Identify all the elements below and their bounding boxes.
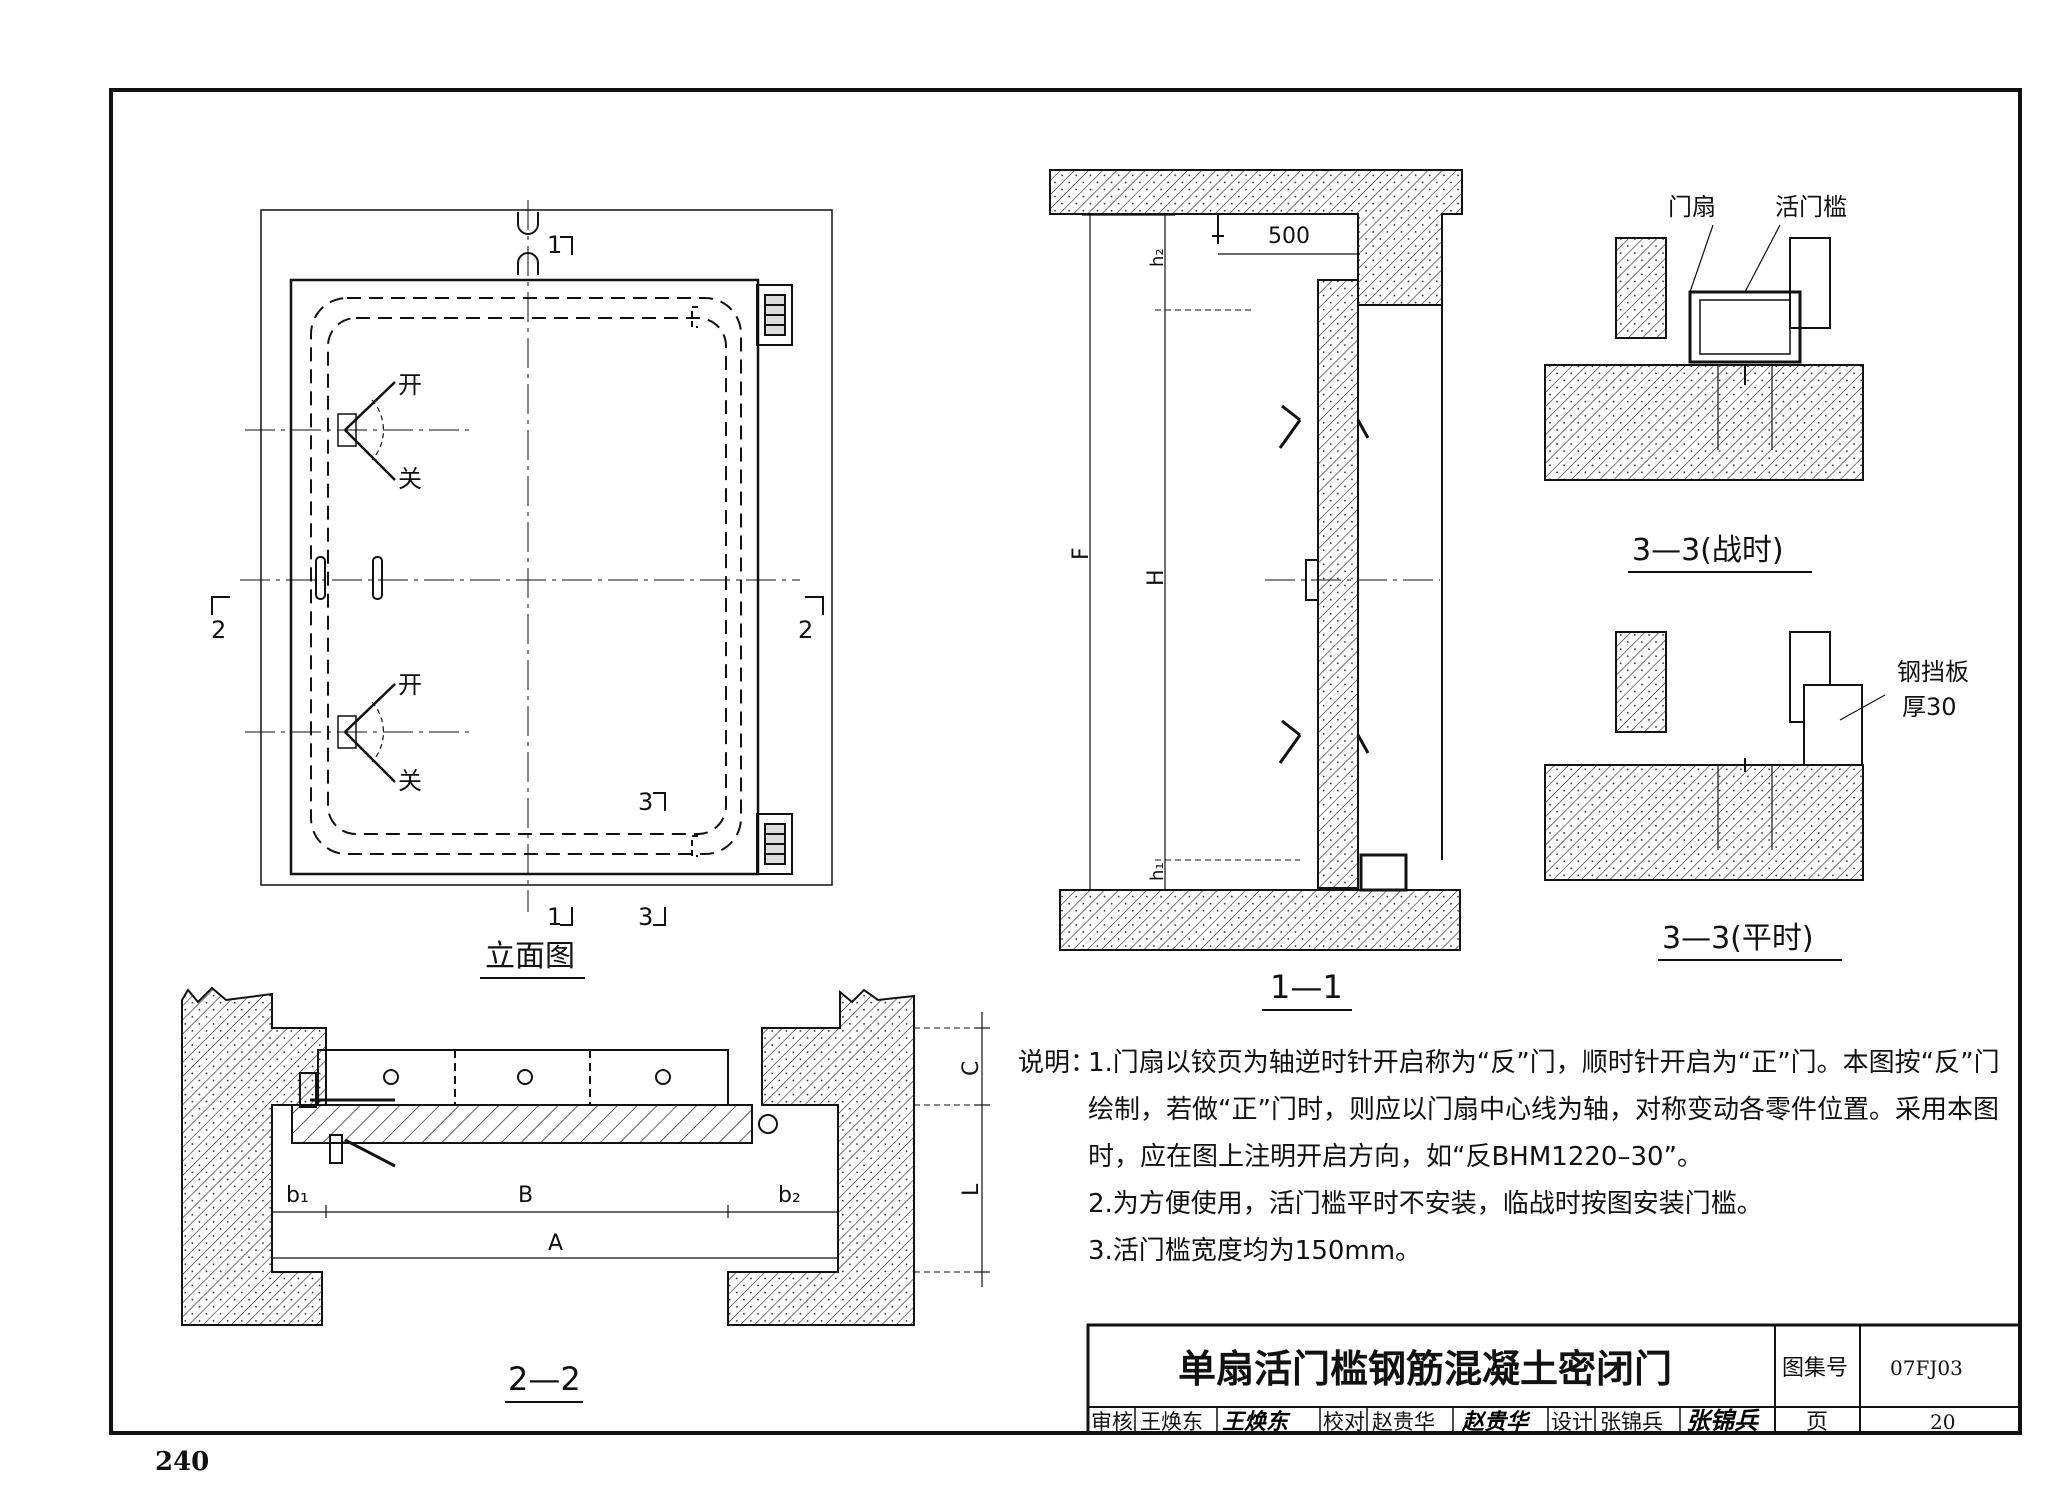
label-steel-plate: 钢挡板 xyxy=(1897,658,1969,686)
peace-floor xyxy=(1544,764,1864,881)
close-label-lower: 关 xyxy=(398,767,422,795)
section-33-war-view xyxy=(1544,224,1864,481)
cut-mark-1-bottom: 1 xyxy=(547,903,562,931)
notes-block: 说明：1.门扇以铰页为轴逆时针开启称为“反”门，顺时针开启为“正”门。本图按“反… xyxy=(1018,1040,2000,1275)
open-label-upper: 开 xyxy=(398,371,422,399)
close-label-upper: 关 xyxy=(398,465,422,493)
page-number: 240 xyxy=(155,1447,209,1477)
elevation-slot-left xyxy=(315,556,326,600)
design-signature: 张锦兵 xyxy=(1686,1406,1760,1435)
check-label: 校对 xyxy=(1323,1410,1365,1434)
elevation-view xyxy=(211,200,833,926)
section-11-title: 1—1 xyxy=(1270,968,1343,1006)
dim-b2: b₂ xyxy=(778,1183,801,1208)
dim-B: B xyxy=(518,1183,533,1208)
atlas-value: 07FJ03 xyxy=(1890,1356,1963,1380)
dim-H: H xyxy=(1144,569,1169,586)
section-11-door-leaf xyxy=(1317,279,1359,889)
cut-mark-3-bottom: 3 xyxy=(638,903,653,931)
elevation-door-leaf xyxy=(289,278,760,876)
dim-h1: h₁ xyxy=(1147,862,1168,881)
elevation-seal-dashed-outer xyxy=(310,297,742,855)
review-label: 审核 xyxy=(1091,1410,1133,1434)
handle-upper xyxy=(337,381,396,481)
peace-steel-plate xyxy=(1803,684,1863,766)
cut-mark-1-top: 1 xyxy=(547,231,562,259)
section-33-peace-view xyxy=(1544,631,1886,881)
title-block-text: 单扇活门槛钢筋混凝土密闭门 图集号 07FJ03 页 20 审核 王焕东 王焕东… xyxy=(1091,1347,1963,1435)
dim-F: F xyxy=(1069,547,1094,560)
page-value: 20 xyxy=(1930,1410,1955,1434)
review-name: 王焕东 xyxy=(1140,1410,1203,1434)
dim-500: 500 xyxy=(1268,224,1310,249)
label-thickness-30: 厚30 xyxy=(1902,693,1957,721)
check-signature: 赵贵华 xyxy=(1461,1409,1531,1435)
section-11-ceiling xyxy=(1049,169,1463,306)
sheet-border xyxy=(109,88,2022,1435)
cut-mark-3-top: 3 xyxy=(638,788,653,816)
note-line-2: 绘制，若做“正”门时，则应以门扇中心线为轴，对称变动各零件位置。采用本图 xyxy=(1088,1095,1999,1125)
design-name: 张锦兵 xyxy=(1600,1410,1663,1434)
dim-C: C xyxy=(959,1061,984,1076)
cut-mark-2-right: 2 xyxy=(798,616,813,644)
check-name: 赵贵华 xyxy=(1372,1410,1435,1434)
dim-h2: h₂ xyxy=(1147,248,1168,267)
section-22-wall-left xyxy=(181,986,327,1326)
section-33-war-labels: 门扇 活门槛 3—3(战时) xyxy=(1628,193,1847,573)
elevation-title: 立面图 xyxy=(485,939,575,974)
design-label: 设计 xyxy=(1551,1410,1593,1434)
section-22-wall-right xyxy=(727,988,915,1326)
review-signature: 王焕东 xyxy=(1222,1409,1291,1435)
note-line-1: 1.门扇以铰页为轴逆时针开启称为“反”门，顺时针开启为“正”门。本图按“反”门 xyxy=(1088,1048,2000,1078)
peace-door-leaf xyxy=(1615,631,1667,733)
label-door-leaf: 门扇 xyxy=(1668,193,1716,221)
handle-lower xyxy=(337,683,396,783)
dim-A: A xyxy=(548,1231,563,1256)
note-line-5: 3.活门槛宽度均为150mm。 xyxy=(1088,1236,1422,1266)
elevation-wall-opening xyxy=(260,209,833,886)
hinge-bottom xyxy=(691,813,793,875)
war-threshold-box xyxy=(1688,290,1802,364)
note-line-4: 2.为方便使用，活门槛平时不安装，临战时按图安装门槛。 xyxy=(1088,1189,1763,1219)
hinge-top xyxy=(691,284,793,346)
section-11-floor xyxy=(1059,889,1461,951)
section-22-view xyxy=(181,986,990,1326)
atlas-label: 图集号 xyxy=(1782,1356,1848,1381)
section-11-view xyxy=(1049,169,1463,951)
elevation-seal-dashed-inner xyxy=(327,317,727,835)
notes-lead: 说明： xyxy=(1018,1048,1097,1078)
section-33-peace-labels: 钢挡板 厚30 3—3(平时) xyxy=(1658,658,1969,961)
section-22-frame xyxy=(291,1104,753,1144)
section-11-labels: 500 F H h₂ h₁ 1—1 xyxy=(1069,224,1352,1011)
section-11-threshold xyxy=(1359,853,1408,892)
dim-b1: b₁ xyxy=(286,1183,309,1208)
war-floor xyxy=(1544,364,1864,481)
elevation-labels: 开 关 开 关 1 1 3 3 2 2 立面图 xyxy=(211,231,813,979)
section-22-title: 2—2 xyxy=(508,1360,581,1398)
cut-mark-2-left: 2 xyxy=(211,616,226,644)
title-block xyxy=(1086,1323,2022,1435)
label-movable-threshold: 活门槛 xyxy=(1775,193,1847,221)
war-door-leaf xyxy=(1615,237,1667,339)
war-wall-right xyxy=(1789,237,1831,329)
section-22-labels: b₁ B b₂ A C L 2—2 xyxy=(286,1061,984,1403)
page-label: 页 xyxy=(1806,1410,1828,1435)
elevation-slot-right xyxy=(372,556,383,600)
section-33-peace-title: 3—3(平时) xyxy=(1662,921,1814,956)
section-33-war-title: 3—3(战时) xyxy=(1632,533,1784,568)
drawing-title: 单扇活门槛钢筋混凝土密闭门 xyxy=(1178,1347,1672,1391)
open-label-lower: 开 xyxy=(398,671,422,699)
dim-L: L xyxy=(959,1183,984,1196)
note-line-3: 时，应在图上注明开启方向，如“反BHM1220–30”。 xyxy=(1088,1142,1704,1172)
section-22-door-leaf xyxy=(317,1049,729,1106)
